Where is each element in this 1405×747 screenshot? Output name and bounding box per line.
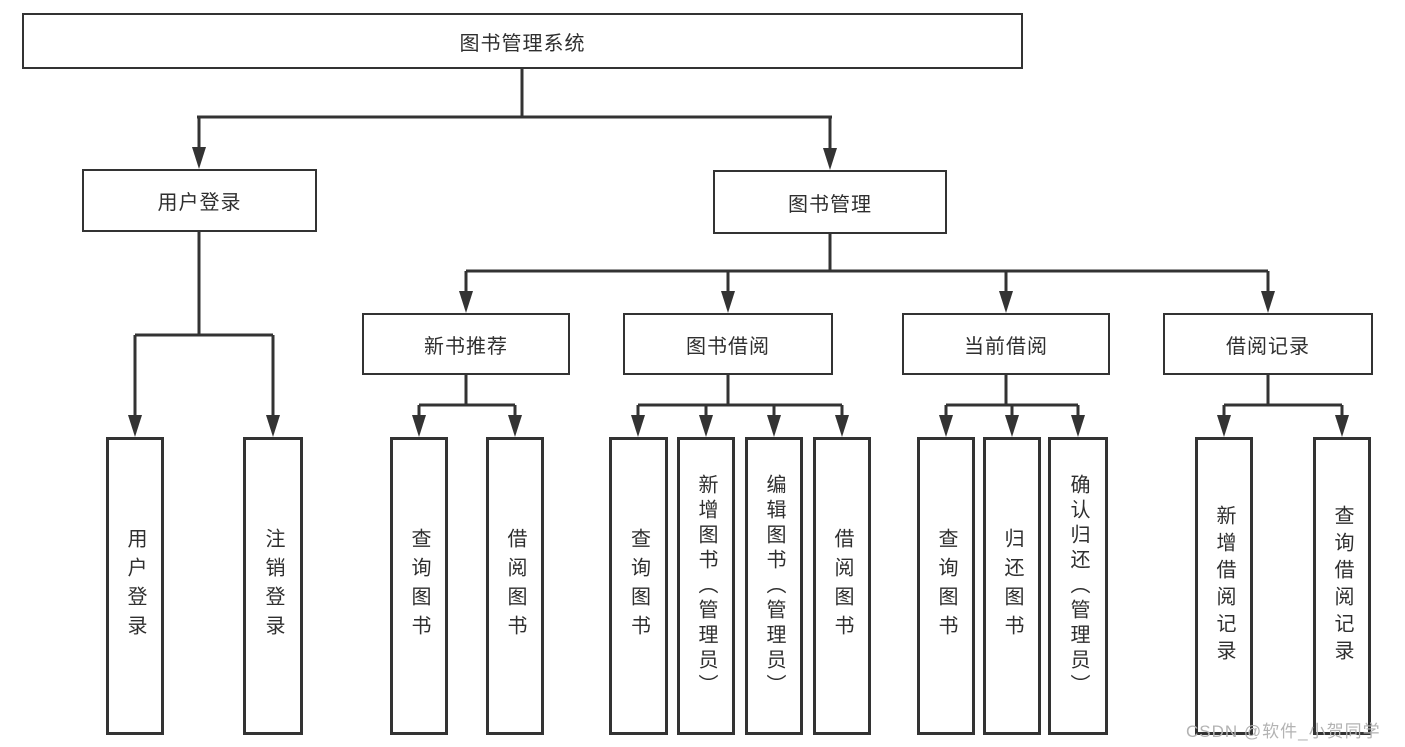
node-user-login: 用户登录 — [82, 169, 317, 232]
connector-book-borrow-fork — [631, 375, 849, 437]
node-new-book-recommend-label: 新书推荐 — [424, 335, 508, 358]
leaf-add-borrow-record-label: 新增借阅记录 — [1213, 505, 1235, 667]
connector-current-borrow-fork — [939, 375, 1085, 437]
leaf-query-borrow-record: 查询借阅记录 — [1313, 437, 1371, 735]
leaf-logout: 注销登录 — [243, 437, 303, 735]
leaf-return-book-label: 归还图书 — [1001, 528, 1023, 644]
leaf-borrow-book-label: 借阅图书 — [831, 528, 853, 644]
connector-book-management-fork — [459, 234, 1275, 313]
leaf-confirm-return-admin: 确认归还（管理员） — [1048, 437, 1108, 735]
leaf-query-book-recommend: 查询图书 — [390, 437, 448, 735]
leaf-add-borrow-record: 新增借阅记录 — [1195, 437, 1253, 735]
leaf-user-login: 用户登录 — [106, 437, 164, 735]
node-borrow-records-label: 借阅记录 — [1226, 335, 1310, 358]
node-borrow-records: 借阅记录 — [1163, 313, 1373, 375]
leaf-query-book-recommend-label: 查询图书 — [408, 528, 430, 644]
connector-new-book-recommend-fork — [412, 375, 522, 437]
node-book-management-label: 图书管理 — [788, 193, 872, 216]
leaf-edit-book-admin: 编辑图书（管理员） — [745, 437, 803, 735]
connector-root-fork — [192, 69, 837, 170]
leaf-add-book-admin-label: 新增图书（管理员） — [695, 473, 717, 699]
leaf-edit-book-admin-label: 编辑图书（管理员） — [763, 473, 785, 699]
leaf-borrow-book-recommend: 借阅图书 — [486, 437, 544, 735]
node-current-borrow: 当前借阅 — [902, 313, 1110, 375]
leaf-query-book-current-label: 查询图书 — [935, 528, 957, 644]
leaf-borrow-book: 借阅图书 — [813, 437, 871, 735]
node-current-borrow-label: 当前借阅 — [964, 335, 1048, 358]
csdn-watermark: CSDN @软件_小贺同学 — [1186, 722, 1381, 741]
node-new-book-recommend: 新书推荐 — [362, 313, 570, 375]
leaf-query-borrow-record-label: 查询借阅记录 — [1331, 505, 1353, 667]
node-book-borrow-label: 图书借阅 — [686, 335, 770, 358]
node-root-label: 图书管理系统 — [459, 32, 586, 55]
leaf-query-book-borrow: 查询图书 — [609, 437, 668, 735]
leaf-logout-label: 注销登录 — [262, 528, 284, 644]
node-root: 图书管理系统 — [22, 13, 1023, 69]
leaf-query-book-current: 查询图书 — [917, 437, 975, 735]
leaf-confirm-return-admin-label: 确认归还（管理员） — [1067, 473, 1089, 699]
connector-borrow-records-fork — [1217, 375, 1349, 437]
connector-user-login-fork — [128, 232, 280, 437]
leaf-add-book-admin: 新增图书（管理员） — [677, 437, 735, 735]
leaf-query-book-borrow-label: 查询图书 — [627, 528, 650, 644]
node-book-borrow: 图书借阅 — [623, 313, 833, 375]
leaf-return-book: 归还图书 — [983, 437, 1041, 735]
node-book-management: 图书管理 — [713, 170, 947, 234]
node-user-login-label: 用户登录 — [157, 192, 242, 214]
leaf-borrow-book-recommend-label: 借阅图书 — [504, 528, 526, 644]
leaf-user-login-label: 用户登录 — [124, 528, 146, 644]
